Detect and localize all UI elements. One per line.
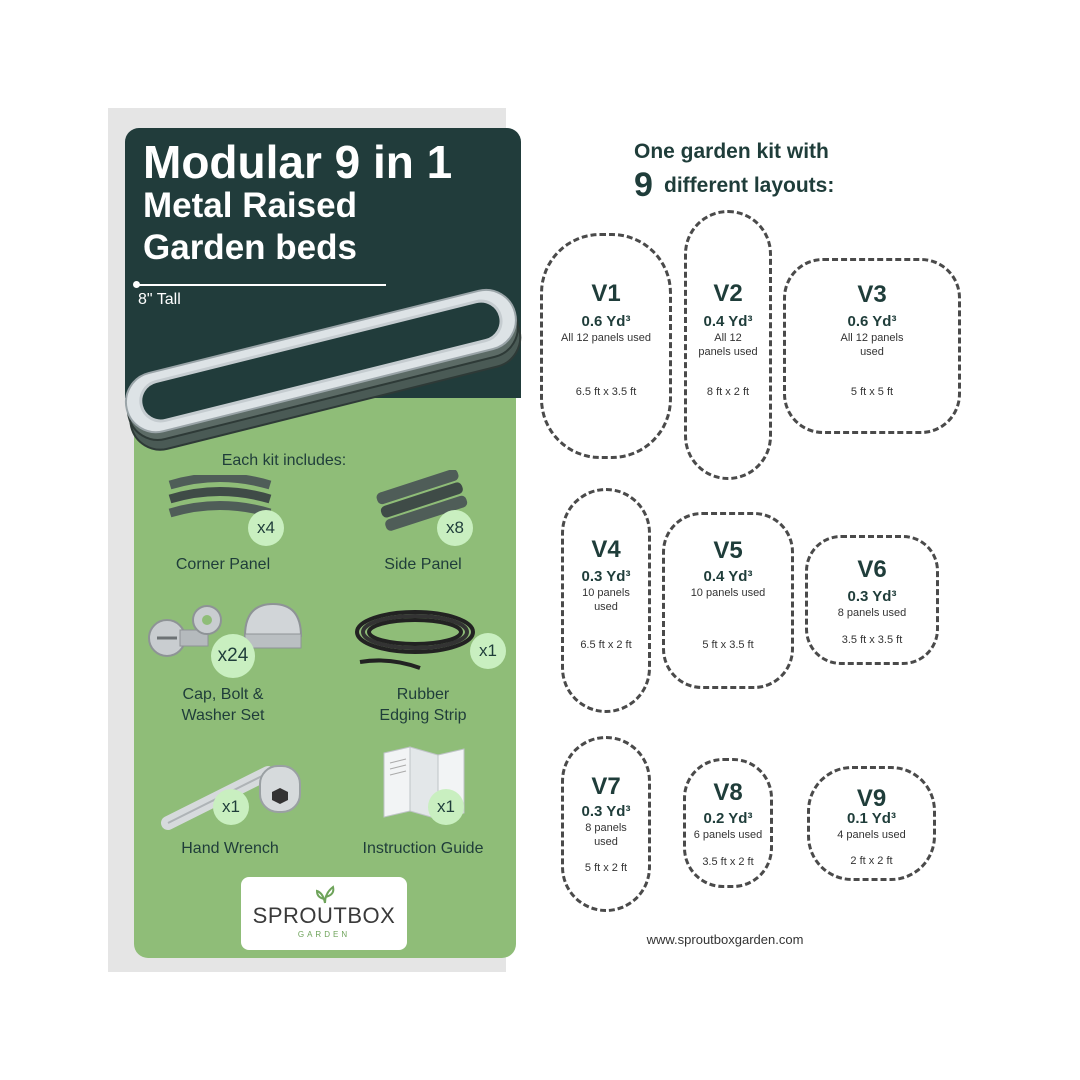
side-panel-label: Side Panel: [384, 556, 462, 573]
cap-bolt-label-line1: Cap, Bolt &: [182, 686, 264, 703]
layout-v5-name: V5: [713, 537, 743, 564]
height-indicator-dot: [133, 281, 140, 288]
corner-panel-count: x4: [248, 510, 284, 546]
website-url[interactable]: www.sproutboxgarden.com: [646, 932, 804, 947]
layout-v7-panels-line1: 8 panels: [585, 822, 627, 834]
layout-v8: V8 0.2 Yd³ 6 panels used 3.5 ft x 2 ft: [683, 758, 773, 888]
layout-v9-name: V9: [856, 785, 887, 812]
title-line-2: Metal Raised: [143, 186, 357, 225]
layout-v1-panels: All 12 panels used: [561, 332, 651, 344]
instruction-guide-label: Instruction Guide: [362, 840, 484, 857]
layout-v2-panels-line2: panels used: [698, 346, 758, 358]
rubber-edging-icon: [355, 610, 475, 670]
layout-v6-size: 3.5 ft x 3.5 ft: [841, 634, 903, 646]
garden-bed-illustration: [124, 288, 522, 451]
cap-bolt-count: x24: [211, 634, 255, 678]
layout-v4: V4 0.3 Yd³ 10 panels used 6.5 ft x 2 ft: [561, 488, 651, 713]
layout-v8-panels: 6 panels used: [693, 829, 763, 841]
cap-bolt-label: Cap, Bolt & Washer Set: [133, 684, 313, 726]
side-panel-count: x8: [437, 510, 473, 546]
layout-v5-panels: 10 panels used: [690, 587, 766, 599]
layout-v4-panels-line1: 10 panels: [582, 587, 630, 599]
layout-v5: V5 0.4 Yd³ 10 panels used 5 ft x 3.5 ft: [662, 512, 794, 689]
layout-v3-volume: 0.6 Yd³: [847, 313, 897, 330]
layout-v6: V6 0.3 Yd³ 8 panels used 3.5 ft x 3.5 ft: [805, 535, 939, 665]
brand-logo: SPROUTBOX GARDEN: [241, 877, 407, 950]
layout-v1: V1 0.6 Yd³ All 12 panels used 6.5 ft x 3…: [540, 233, 672, 459]
layout-v1-size: 6.5 ft x 3.5 ft: [575, 386, 637, 398]
layout-v2-size: 8 ft x 2 ft: [706, 386, 750, 398]
hand-wrench-count: x1: [213, 789, 249, 825]
layout-v2-name: V2: [713, 280, 743, 307]
layout-v3-panels-line2: used: [860, 346, 884, 358]
layout-v2-panels-line1: All 12: [714, 332, 742, 344]
side-panel-icon: [376, 470, 468, 531]
corner-panel-label: Corner Panel: [175, 556, 271, 573]
layout-v9-size: 2 ft x 2 ft: [850, 855, 893, 867]
layout-v3-panels-line1: All 12 panels: [840, 332, 904, 344]
height-label: 8" Tall: [138, 291, 181, 308]
layout-v3: V3 0.6 Yd³ All 12 panels used 5 ft x 5 f…: [783, 258, 961, 434]
layout-v4-volume: 0.3 Yd³: [581, 568, 631, 585]
sprout-leaf-icon: [315, 885, 335, 904]
layout-v4-size: 6.5 ft x 2 ft: [580, 639, 632, 651]
cap-bolt-washer-icon: [148, 602, 303, 657]
layout-v2: V2 0.4 Yd³ All 12 panels used 8 ft x 2 f…: [684, 210, 772, 480]
layout-v3-name: V3: [857, 281, 887, 308]
layout-v8-size: 3.5 ft x 2 ft: [702, 856, 754, 868]
layouts-heading-number: 9: [634, 166, 653, 204]
rubber-edging-label-line1: Rubber: [396, 686, 450, 703]
layout-v5-volume: 0.4 Yd³: [703, 568, 753, 585]
logo-main-text: SPROUTBOX: [252, 903, 396, 928]
layout-v7-size: 5 ft x 2 ft: [584, 862, 628, 874]
layout-v4-name: V4: [591, 536, 621, 563]
layout-v9-volume: 0.1 Yd³: [847, 810, 896, 827]
layout-v9: V9 0.1 Yd³ 4 panels used 2 ft x 2 ft: [807, 766, 936, 881]
layout-v8-name: V8: [713, 779, 743, 806]
layout-v6-volume: 0.3 Yd³: [847, 588, 897, 605]
layout-v7: V7 0.3 Yd³ 8 panels used 5 ft x 2 ft: [561, 736, 651, 912]
layout-v3-size: 5 ft x 5 ft: [850, 386, 894, 398]
layout-v2-volume: 0.4 Yd³: [703, 313, 753, 330]
kit-heading: Each kit includes:: [221, 452, 347, 469]
rubber-edging-count: x1: [470, 633, 506, 669]
rubber-edging-label-line2: Edging Strip: [379, 707, 467, 724]
layout-v1-volume: 0.6 Yd³: [581, 313, 631, 330]
layout-v7-panels-line2: used: [594, 836, 618, 848]
height-indicator-line: [136, 284, 386, 286]
layout-v6-name: V6: [857, 556, 887, 583]
layouts-heading-line1: One garden kit with: [634, 140, 829, 163]
layout-v4-panels-line2: used: [594, 601, 618, 613]
layout-v7-name: V7: [591, 773, 621, 800]
hand-wrench-label: Hand Wrench: [181, 840, 279, 857]
layout-v8-volume: 0.2 Yd³: [703, 810, 753, 827]
title-line-1: Modular 9 in 1: [143, 136, 453, 188]
rubber-edging-label: Rubber Edging Strip: [333, 684, 513, 726]
layout-v6-panels: 8 panels used: [837, 607, 907, 619]
layouts-heading-line2: different layouts:: [664, 174, 835, 197]
layout-v1-name: V1: [591, 280, 621, 307]
cap-bolt-label-line2: Washer Set: [181, 707, 265, 724]
layout-v5-size: 5 ft x 3.5 ft: [702, 639, 754, 651]
layout-v7-volume: 0.3 Yd³: [581, 803, 631, 820]
layout-v9-panels: 4 panels used: [837, 829, 906, 841]
logo-sub-text: GARDEN: [297, 930, 351, 939]
title-line-3: Garden beds: [143, 228, 357, 267]
instruction-guide-count: x1: [428, 789, 464, 825]
